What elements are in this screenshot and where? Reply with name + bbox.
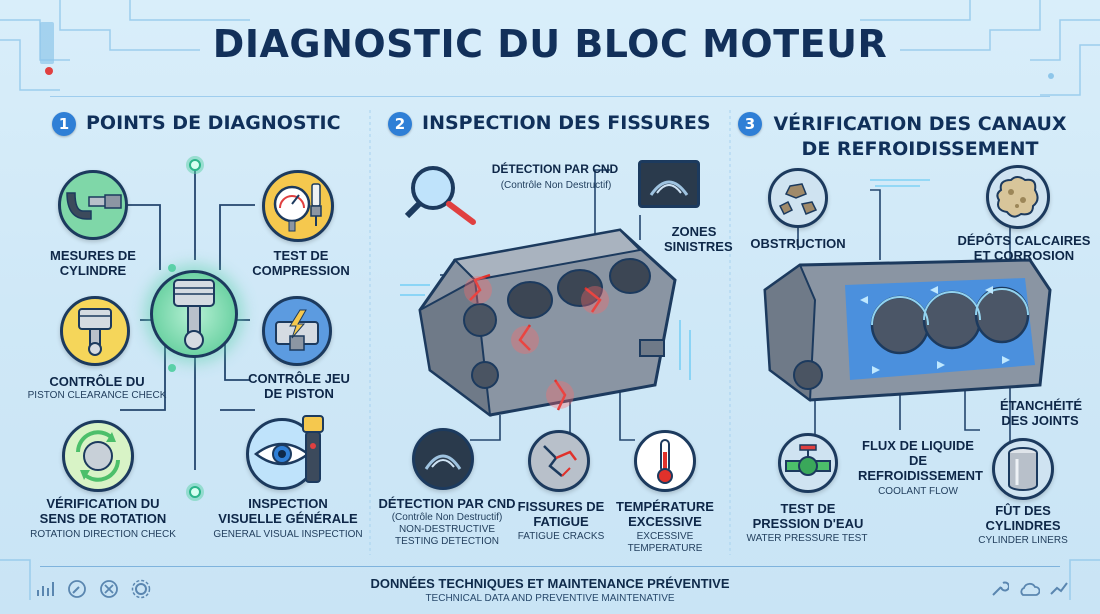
temperature-label: TEMPÉRATURE EXCESSIVE xyxy=(616,499,714,529)
wrench-icon xyxy=(988,578,1010,600)
section-title: VÉRIFICATION DES CANAUX DE REFROIDISSEME… xyxy=(773,113,1067,160)
section-number: 2 xyxy=(388,112,412,136)
obstruction-label: OBSTRUCTION xyxy=(750,236,846,251)
visual-inspection-sublabel: GENERAL VISUAL INSPECTION xyxy=(213,529,363,540)
section-number: 1 xyxy=(52,112,76,136)
section-title: POINTS DE DIAGNOSTIC xyxy=(86,112,341,134)
wrench-icon xyxy=(66,578,88,600)
section-title: INSPECTION DES FISSURES xyxy=(422,112,711,134)
section-2-heading: 2 INSPECTION DES FISSURES xyxy=(388,112,718,136)
piston-play-label: CONTRÔLE JEU DE PISTON xyxy=(248,371,350,401)
pressure-test-sublabel: WATER PRESSURE TEST xyxy=(746,533,868,544)
section-1-heading: 1 POINTS DE DIAGNOSTIC xyxy=(52,112,362,136)
piston-clearance-sublabel: PISTON CLEARANCE CHECK xyxy=(27,390,167,401)
piston-icon xyxy=(150,270,238,358)
ndt-bottom-label: DÉTECTION PAR CND xyxy=(378,496,516,511)
section-3-heading: 3 VÉRIFICATION DES CANAUX DE REFROIDISSE… xyxy=(738,112,1068,162)
ndt-bottom-sublabel: (Contrôle Non Destructif) xyxy=(391,512,503,523)
page-title: DIAGNOSTIC DU BLOC MOTEUR xyxy=(212,22,888,66)
footer-subtitle: TECHNICAL DATA AND PREVENTIVE MAINTENATI… xyxy=(425,593,675,604)
footer-title: DONNÉES TECHNIQUES ET MAINTENANCE PRÉVEN… xyxy=(370,576,730,591)
footer-divider xyxy=(40,566,1060,567)
ultrasound-icon xyxy=(638,160,700,208)
piston-play-icon xyxy=(262,296,332,366)
pressure-test-label: TEST DE PRESSION D'EAU xyxy=(752,501,864,531)
coolant-flow-label: FLUX DE LIQUIDE DE REFROIDISSEMENT xyxy=(858,438,983,483)
rotation-label: VÉRIFICATION DU SENS DE ROTATION xyxy=(39,496,167,526)
cylinder-liner-icon xyxy=(992,438,1054,500)
ndt-top-label: DÉTECTION PAR CND xyxy=(491,162,619,176)
sealing-label: ÉTANCHÉITÉ DES JOINTS xyxy=(1000,398,1083,428)
compression-test-label: TEST DE COMPRESSION xyxy=(252,248,350,278)
micrometer-icon xyxy=(58,170,128,240)
piston-clearance-icon xyxy=(60,296,130,366)
liners-label: FÛT DES CYLINDRES xyxy=(985,503,1061,533)
damaged-zones-label: ZONES SINISTRES xyxy=(664,224,733,254)
rotation-sublabel: ROTATION DIRECTION CHECK xyxy=(30,529,176,540)
liners-sublabel: CYLINDER LINERS xyxy=(978,535,1068,546)
magnifier-icon xyxy=(395,160,485,235)
fatigue-cracks-label: FISSURES DE FATIGUE xyxy=(517,499,605,529)
temperature-sublabel: EXCESSIVE TEMPERATURE xyxy=(627,531,703,554)
cloud-icon xyxy=(1018,578,1040,600)
visual-inspection-label: INSPECTION VISUELLE GÉNÉRALE xyxy=(218,496,358,526)
ndt-top-sublabel: (Contrôle Non Destructif) xyxy=(500,180,612,191)
bar-chart-icon xyxy=(34,578,56,600)
coolant-flow-sublabel: COOLANT FLOW xyxy=(878,486,958,497)
flashlight-icon xyxy=(300,414,326,486)
rock-icon xyxy=(768,168,828,228)
deposits-label: DÉPÔTS CALCAIRES ET CORROSION xyxy=(957,233,1091,263)
section-1-connectors xyxy=(120,156,255,501)
fatigue-cracks-sublabel: FATIGUE CRACKS xyxy=(517,531,605,542)
coolant-block-illustration xyxy=(763,179,1052,460)
chart-icon xyxy=(1048,578,1070,600)
scale-deposit-icon xyxy=(986,165,1050,229)
piston-clearance-label: CONTRÔLE DU xyxy=(49,374,145,389)
tools-icon xyxy=(98,578,120,600)
engine-block-cracks-illustration xyxy=(400,169,691,441)
crack-icon xyxy=(528,430,590,492)
section-number: 3 xyxy=(738,112,762,136)
rotation-icon xyxy=(62,420,134,492)
thermometer-icon xyxy=(634,430,696,492)
ultrasound-probe-icon xyxy=(412,428,474,490)
cylinder-measure-label: MESURES DE CYLINDRE xyxy=(50,248,136,278)
pressure-gauge-icon xyxy=(262,170,334,242)
ndt-bottom-english: NON-DESTRUCTIVE TESTING DETECTION xyxy=(395,524,499,547)
gear-icon xyxy=(130,578,152,600)
valve-icon xyxy=(778,433,838,493)
